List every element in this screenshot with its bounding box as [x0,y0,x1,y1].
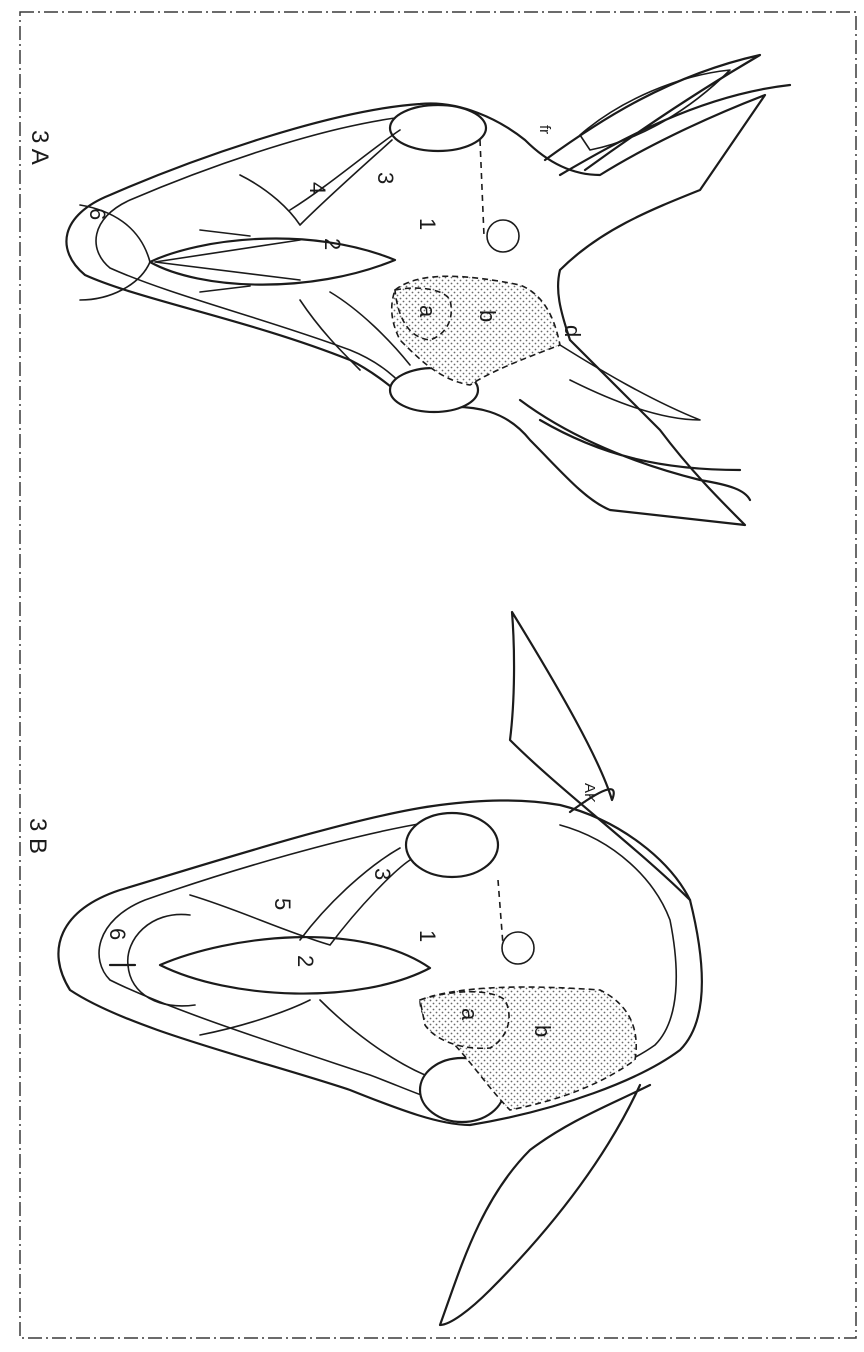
figure-3a-label-6: 6 [85,208,110,220]
figure-3a-label-4: 4 [305,182,330,194]
figure-3a-lower-fin-inner [560,345,700,420]
figure-3a-label-1: 1 [415,218,440,230]
figure-3b-label-b: b [530,1025,555,1037]
figure-3a-blade [150,239,395,285]
figure-3b: 3 B 1 2 3 5 6 a b AK [24,612,702,1325]
page-border [20,12,856,1338]
figure-3a-lower-fin [520,400,750,500]
figure-3b-label: 3 B [24,818,51,854]
figure-3a-upper-fin [545,55,790,175]
figure-3b-upper-orbit [406,813,498,877]
figure-3a-label-a: a [415,305,440,318]
figure-3a-left-orbit [390,105,486,151]
figure-3a-inner-outline [96,118,410,395]
figure-3a-label: 3 A [26,130,53,165]
figure-3a-label-fr: fr [536,125,553,134]
figure-3b-midline [498,880,503,945]
figure-3a-label-d: d [560,325,585,337]
figure-3a-label-2: 2 [320,238,345,250]
figure-3b-label-a: a [457,1008,482,1021]
figure-3b-label-5: 5 [270,898,295,910]
figure-3a-label-b: b [475,310,500,322]
figure-3b-circle [502,932,534,964]
figure-3b-label-2: 2 [293,955,318,967]
figure-3b-label-ak: AK [581,783,598,803]
figure-3a-label-3: 3 [373,172,398,184]
figure-3a-upper-fin-inner [580,70,730,150]
figure-3b-label-6: 6 [105,928,130,940]
figure-3a: 3 A 1 2 3 4 6 a b d [26,55,790,525]
figure-3a-circle [487,220,519,252]
figure-3a-midline [480,140,484,236]
figure-3b-label-1: 1 [415,930,440,942]
figure-3b-label-3: 3 [370,868,395,880]
figure-3b-upper-fin [510,612,690,900]
